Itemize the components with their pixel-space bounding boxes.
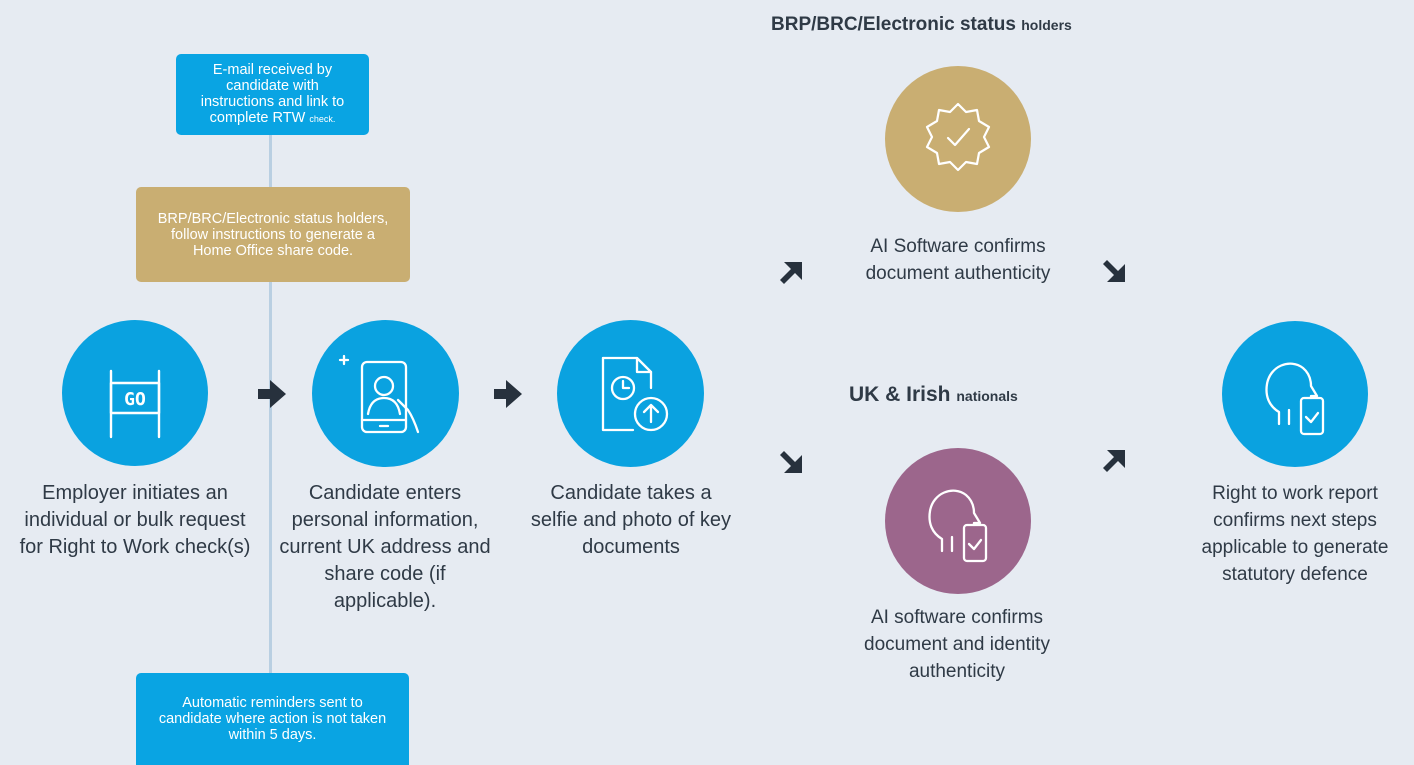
email-received-box: E-mail received by candidate with instru…	[176, 54, 369, 135]
email-received-text: E-mail received by candidate with instru…	[200, 62, 345, 126]
arrow-icon	[1103, 450, 1125, 472]
go-sign-text: GO	[124, 389, 146, 410]
candidate-enters-label: Candidate enters personal information, c…	[279, 482, 491, 612]
reminders-box: Automatic reminders sent to candidate wh…	[136, 673, 409, 765]
candidate-selfie-label: Candidate takes a selfie and photo of ke…	[530, 482, 732, 558]
brp-result-circle	[885, 66, 1031, 212]
share-code-text: BRP/BRC/Electronic status holders, follo…	[157, 210, 389, 259]
arrow-icon	[1103, 260, 1125, 282]
report-label: Right to work report confirms next steps…	[1201, 483, 1389, 585]
brp-heading-text: BRP/BRC/Electronic status	[771, 14, 1016, 35]
arrow-icon	[780, 262, 802, 284]
go-sign-icon: GO	[109, 369, 161, 439]
share-code-box: BRP/BRC/Electronic status holders, follo…	[136, 187, 410, 282]
arrow-icon	[494, 380, 522, 408]
arrow-icon	[258, 380, 286, 408]
arrow-icon	[780, 451, 802, 473]
brp-branch-heading: BRP/BRC/Electronic status holders	[771, 14, 1072, 36]
verified-badge-icon	[925, 102, 991, 172]
uk-heading-text: UK & Irish	[849, 383, 951, 406]
candidate-enters-circle	[312, 320, 459, 467]
uk-result-label: AI software confirms document and identi…	[864, 607, 1050, 682]
email-received-small-text: check.	[309, 114, 336, 124]
face-phone-icon	[928, 489, 988, 563]
brp-result-label: AI Software confirms document authentici…	[865, 236, 1051, 284]
employer-step-circle: GO	[62, 320, 208, 466]
report-circle	[1222, 321, 1368, 467]
employer-step-label: Employer initiates an individual or bulk…	[19, 482, 251, 558]
candidate-selfie-circle	[557, 320, 704, 467]
brp-heading-small-text: holders	[1021, 17, 1072, 33]
uk-branch-heading: UK & Irish nationals	[849, 383, 1018, 407]
uk-heading-small-text: nationals	[956, 388, 1018, 404]
face-phone-icon	[1265, 362, 1325, 436]
uk-result-circle	[885, 448, 1031, 594]
document-upload-icon	[601, 356, 668, 431]
phone-selfie-icon	[338, 354, 419, 433]
reminders-text: Automatic reminders sent to candidate wh…	[158, 695, 387, 743]
